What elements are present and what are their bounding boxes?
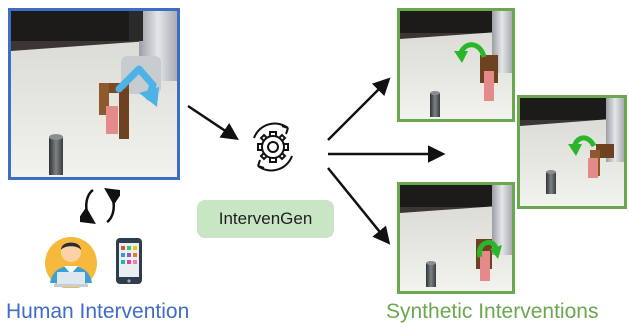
human-demo-scene	[8, 8, 180, 180]
synthetic-scene-middle	[517, 95, 627, 209]
feedback-loop-arrows	[80, 188, 120, 224]
cylinder-object	[49, 134, 63, 175]
gear-cycle-icon	[253, 122, 293, 172]
human-intervention-caption: Human Intervention	[6, 300, 190, 323]
smartphone-icon	[116, 238, 142, 284]
input-arrow	[187, 104, 239, 140]
synthetic-scene-top	[397, 8, 515, 122]
generator-label: IntervenGen	[197, 200, 334, 238]
synthetic-scene-bottom	[397, 182, 515, 294]
wooden-frame-object	[99, 83, 129, 139]
person-at-laptop-icon	[45, 237, 97, 288]
synthetic-interventions-caption: Synthetic Interventions	[386, 300, 599, 323]
output-arrows	[327, 77, 446, 245]
